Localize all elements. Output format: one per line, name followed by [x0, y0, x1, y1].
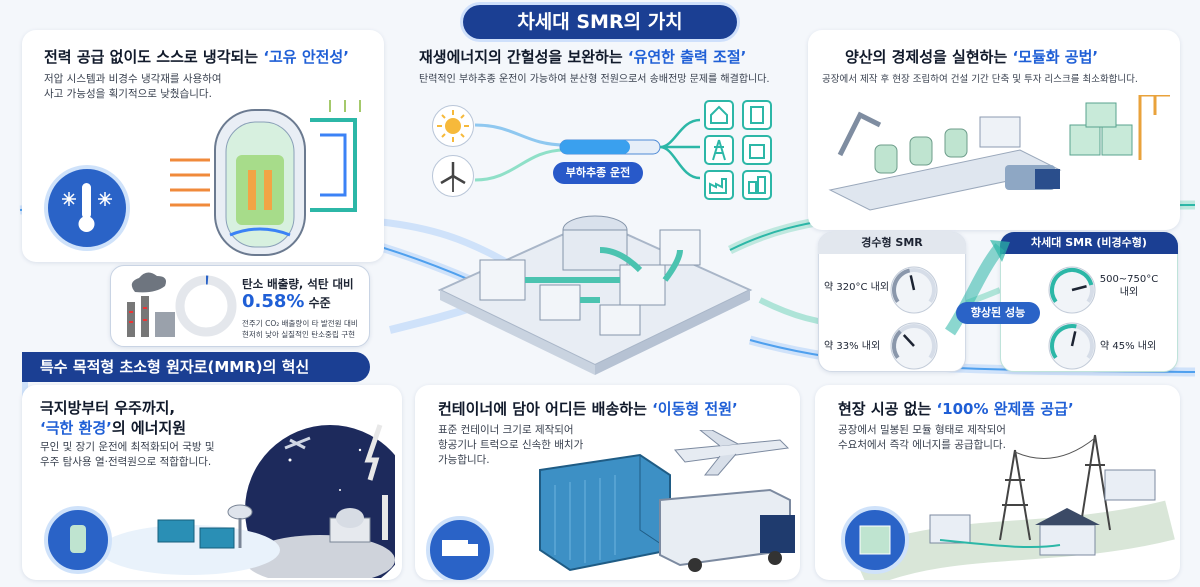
flex-desc: 탄력적인 부하추종 운전이 가능하여 분산형 전원으로서 송배전망 문제를 해결… — [419, 74, 770, 85]
flex-title: 재생에너지의 간헐성을 보완하는 ‘유연한 출력 조절’ — [419, 48, 747, 66]
gauge-needle — [1071, 285, 1087, 292]
extreme-title: 극지방부터 우주까지, ‘극한 환경’의 에너지원 — [40, 399, 187, 437]
mobile-title: 컨테이너에 담아 어디든 배송하는 ‘이동형 전원’ — [438, 400, 738, 418]
comparison-right-header: 차세대 SMR (비경수형) — [1000, 232, 1178, 254]
flex-flow-lines — [475, 118, 701, 182]
smr-complex-illustration — [437, 215, 753, 375]
gauge-left-temp — [890, 266, 938, 314]
gauge-left-eff — [890, 322, 938, 370]
house-icon — [704, 100, 734, 130]
gauge-needle — [902, 334, 915, 347]
improved-performance-pill: 향상된 성능 — [956, 302, 1040, 324]
main-title: 차세대 SMR의 가치 — [463, 5, 737, 39]
gauge-needle — [1070, 331, 1077, 347]
sun-icon — [432, 105, 474, 147]
mmr-section-title: 특수 목적형 초소형 원자로(MMR)의 혁신 — [22, 352, 370, 382]
complete-title: 현장 시공 없는 ‘100% 완제품 공급’ — [838, 400, 1074, 418]
factory-icon — [704, 170, 734, 200]
city-icon — [742, 170, 772, 200]
gauge-right-eff — [1048, 322, 1096, 370]
modular-title: 양산의 경제성을 실현하는 ‘모듈화 공법’ — [845, 48, 1099, 66]
gauge-needle — [909, 275, 916, 291]
pylon-icon — [704, 135, 734, 165]
modular-desc: 공장에서 제작 후 현장 조립하여 건설 기간 단축 및 투자 리스크를 최소화… — [822, 74, 1138, 85]
coal-plant-illustration — [127, 272, 175, 337]
carbon-donut-chart — [175, 275, 237, 337]
space-polar-illustration — [44, 424, 395, 578]
left-temp-label: 약 320°C 내외 — [824, 282, 890, 293]
reactor-vessel-illustration — [170, 100, 361, 256]
improvement-arrow — [944, 240, 1010, 336]
comparison-left-header: 경수형 SMR — [818, 232, 966, 254]
grid-delivery-illustration — [841, 434, 1175, 580]
gauge-right-temp — [1048, 266, 1096, 314]
office-icon — [742, 135, 772, 165]
thermometer-snowflake-icon — [44, 165, 130, 251]
building-icon — [742, 100, 772, 130]
right-eff-label: 약 45% 내외 — [1100, 341, 1157, 352]
carbon-title: 탄소 배출량, 석탄 대비 — [242, 277, 354, 291]
factory-assembly-illustration — [828, 95, 1170, 211]
wind-turbine-icon — [432, 155, 474, 197]
carbon-value: 0.58% 수준 — [242, 291, 331, 312]
safety-title: 전력 공급 없이도 스스로 냉각되는 ‘고유 안전성’ — [44, 48, 349, 66]
load-following-pill: 부하추종 운전 — [553, 162, 643, 184]
left-eff-label: 약 33% 내외 — [824, 341, 881, 352]
container-transport-illustration — [426, 430, 795, 580]
